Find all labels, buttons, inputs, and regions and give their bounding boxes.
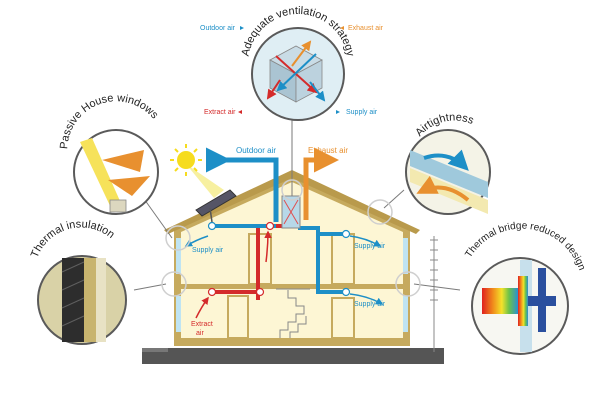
window-left-lower — [176, 296, 181, 332]
detail-insulation — [37, 255, 127, 345]
arrow-supply-lower — [349, 293, 384, 305]
window-right-lower — [403, 296, 408, 332]
detail-airtightness — [405, 129, 491, 215]
supply-air-left-label: Supply air — [192, 247, 224, 254]
extract-air-label-line1: Extract — [191, 321, 213, 328]
vent-supply-air-arrow — [336, 110, 340, 114]
vent-extract-air-label: Extract air — [204, 109, 236, 116]
heat-exchanger-icon — [266, 40, 326, 103]
antenna-pole — [430, 236, 438, 352]
vent-exhaust-air-label: Exhaust air — [348, 25, 384, 32]
vent-exhaust-air-arrow — [340, 26, 344, 30]
window-left-upper — [176, 238, 181, 274]
vent-supply-air-label: Supply air — [346, 109, 378, 116]
duct-supply-blue — [298, 226, 346, 294]
door-lower-left — [227, 295, 249, 339]
detail-windows — [73, 129, 159, 215]
detail-markers — [161, 179, 421, 297]
staircase — [276, 288, 310, 338]
extract-air-label-line2: air — [196, 330, 204, 337]
ground-slope-left — [142, 348, 168, 352]
air-diffusers — [207, 221, 351, 297]
vent-outdoor-air-label: Outdoor air — [200, 25, 236, 32]
supply-air-right-label: Supply air — [354, 243, 386, 250]
duct-outdoor-air — [206, 147, 279, 222]
roof-exhaust-air-label: Exhaust air — [308, 146, 348, 155]
leader-lines — [133, 114, 461, 291]
window-right-upper — [403, 238, 408, 274]
ground-slab — [142, 348, 444, 364]
vent-outdoor-air-arrow — [240, 26, 244, 30]
supply-air-lower-label: Supply air — [354, 301, 386, 308]
door-lower-right — [331, 297, 355, 339]
insulation-title: Thermal insulation — [29, 218, 117, 259]
roof-outdoor-air-label: Outdoor air — [236, 146, 276, 155]
vent-extract-air-arrow — [238, 110, 242, 114]
detail-ventilation — [251, 27, 345, 121]
sun-icon — [170, 144, 202, 176]
arrow-extract-lower — [195, 296, 209, 319]
solar-panel — [195, 189, 237, 223]
duct-exhaust-air — [303, 147, 339, 220]
detail-thermal-bridge — [471, 257, 569, 355]
arrow-extract-upper — [264, 230, 272, 263]
sunbeam — [186, 164, 224, 198]
ground-floor-slab — [174, 338, 410, 346]
upper-floor-slab — [181, 284, 403, 289]
arrow-supply-right — [349, 235, 382, 247]
